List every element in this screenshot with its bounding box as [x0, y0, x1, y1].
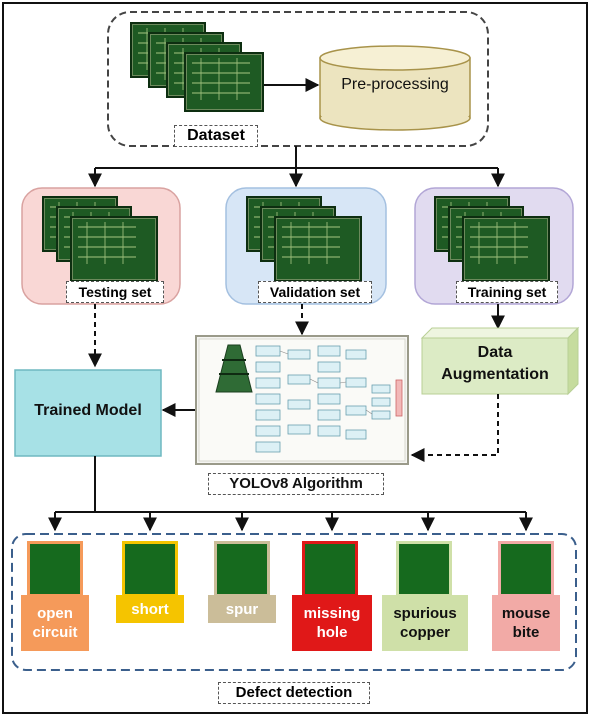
yolo-label: YOLOv8 Algorithm: [208, 473, 384, 495]
defect-label: open circuit: [21, 595, 89, 651]
augmentation-label: Data Augmentation: [441, 344, 549, 383]
pcb-image: [184, 52, 264, 112]
yolo-label-wrap: YOLOv8 Algorithm: [208, 473, 384, 495]
defect-image: [302, 541, 358, 597]
defect-label: short: [116, 595, 184, 623]
defect-image: [27, 541, 83, 597]
defect-label: spur: [208, 595, 276, 623]
trained-model-box: [14, 369, 162, 457]
defect-label: mouse bite: [492, 595, 560, 651]
defect-image: [214, 541, 270, 597]
defect-missing-hole: missing hole: [292, 541, 372, 657]
dataset-label: Dataset: [174, 125, 258, 147]
testing-set-label: Testing set: [66, 281, 164, 303]
defect-spurious-copper: spurious copper: [382, 541, 468, 657]
preprocessing-cylinder: [319, 45, 471, 131]
arrow-augmentation-to-yolo: [410, 394, 499, 462]
preprocessing-label: Pre-processing: [341, 76, 449, 93]
pcb-image: [274, 216, 362, 282]
defect-image: [498, 541, 554, 597]
defect-short: short: [116, 541, 184, 657]
defect-mouse-bite: mouse bite: [492, 541, 560, 657]
defect-label: spurious copper: [382, 595, 468, 651]
pcb-image: [70, 216, 158, 282]
validation-set-label: Validation set: [258, 281, 372, 303]
pcb-image: [462, 216, 550, 282]
yolo-architecture: [195, 335, 409, 465]
trained-model-label: Trained Model: [34, 402, 142, 419]
training-set-label: Training set: [456, 281, 558, 303]
defect-spur: spur: [208, 541, 276, 657]
augmentation-box: [420, 326, 580, 396]
defect-image: [122, 541, 178, 597]
defect-label: missing hole: [292, 595, 372, 651]
defect-open-circuit: open circuit: [21, 541, 89, 657]
defect-image: [396, 541, 452, 597]
defect-detection-label: Defect detection: [218, 682, 370, 704]
